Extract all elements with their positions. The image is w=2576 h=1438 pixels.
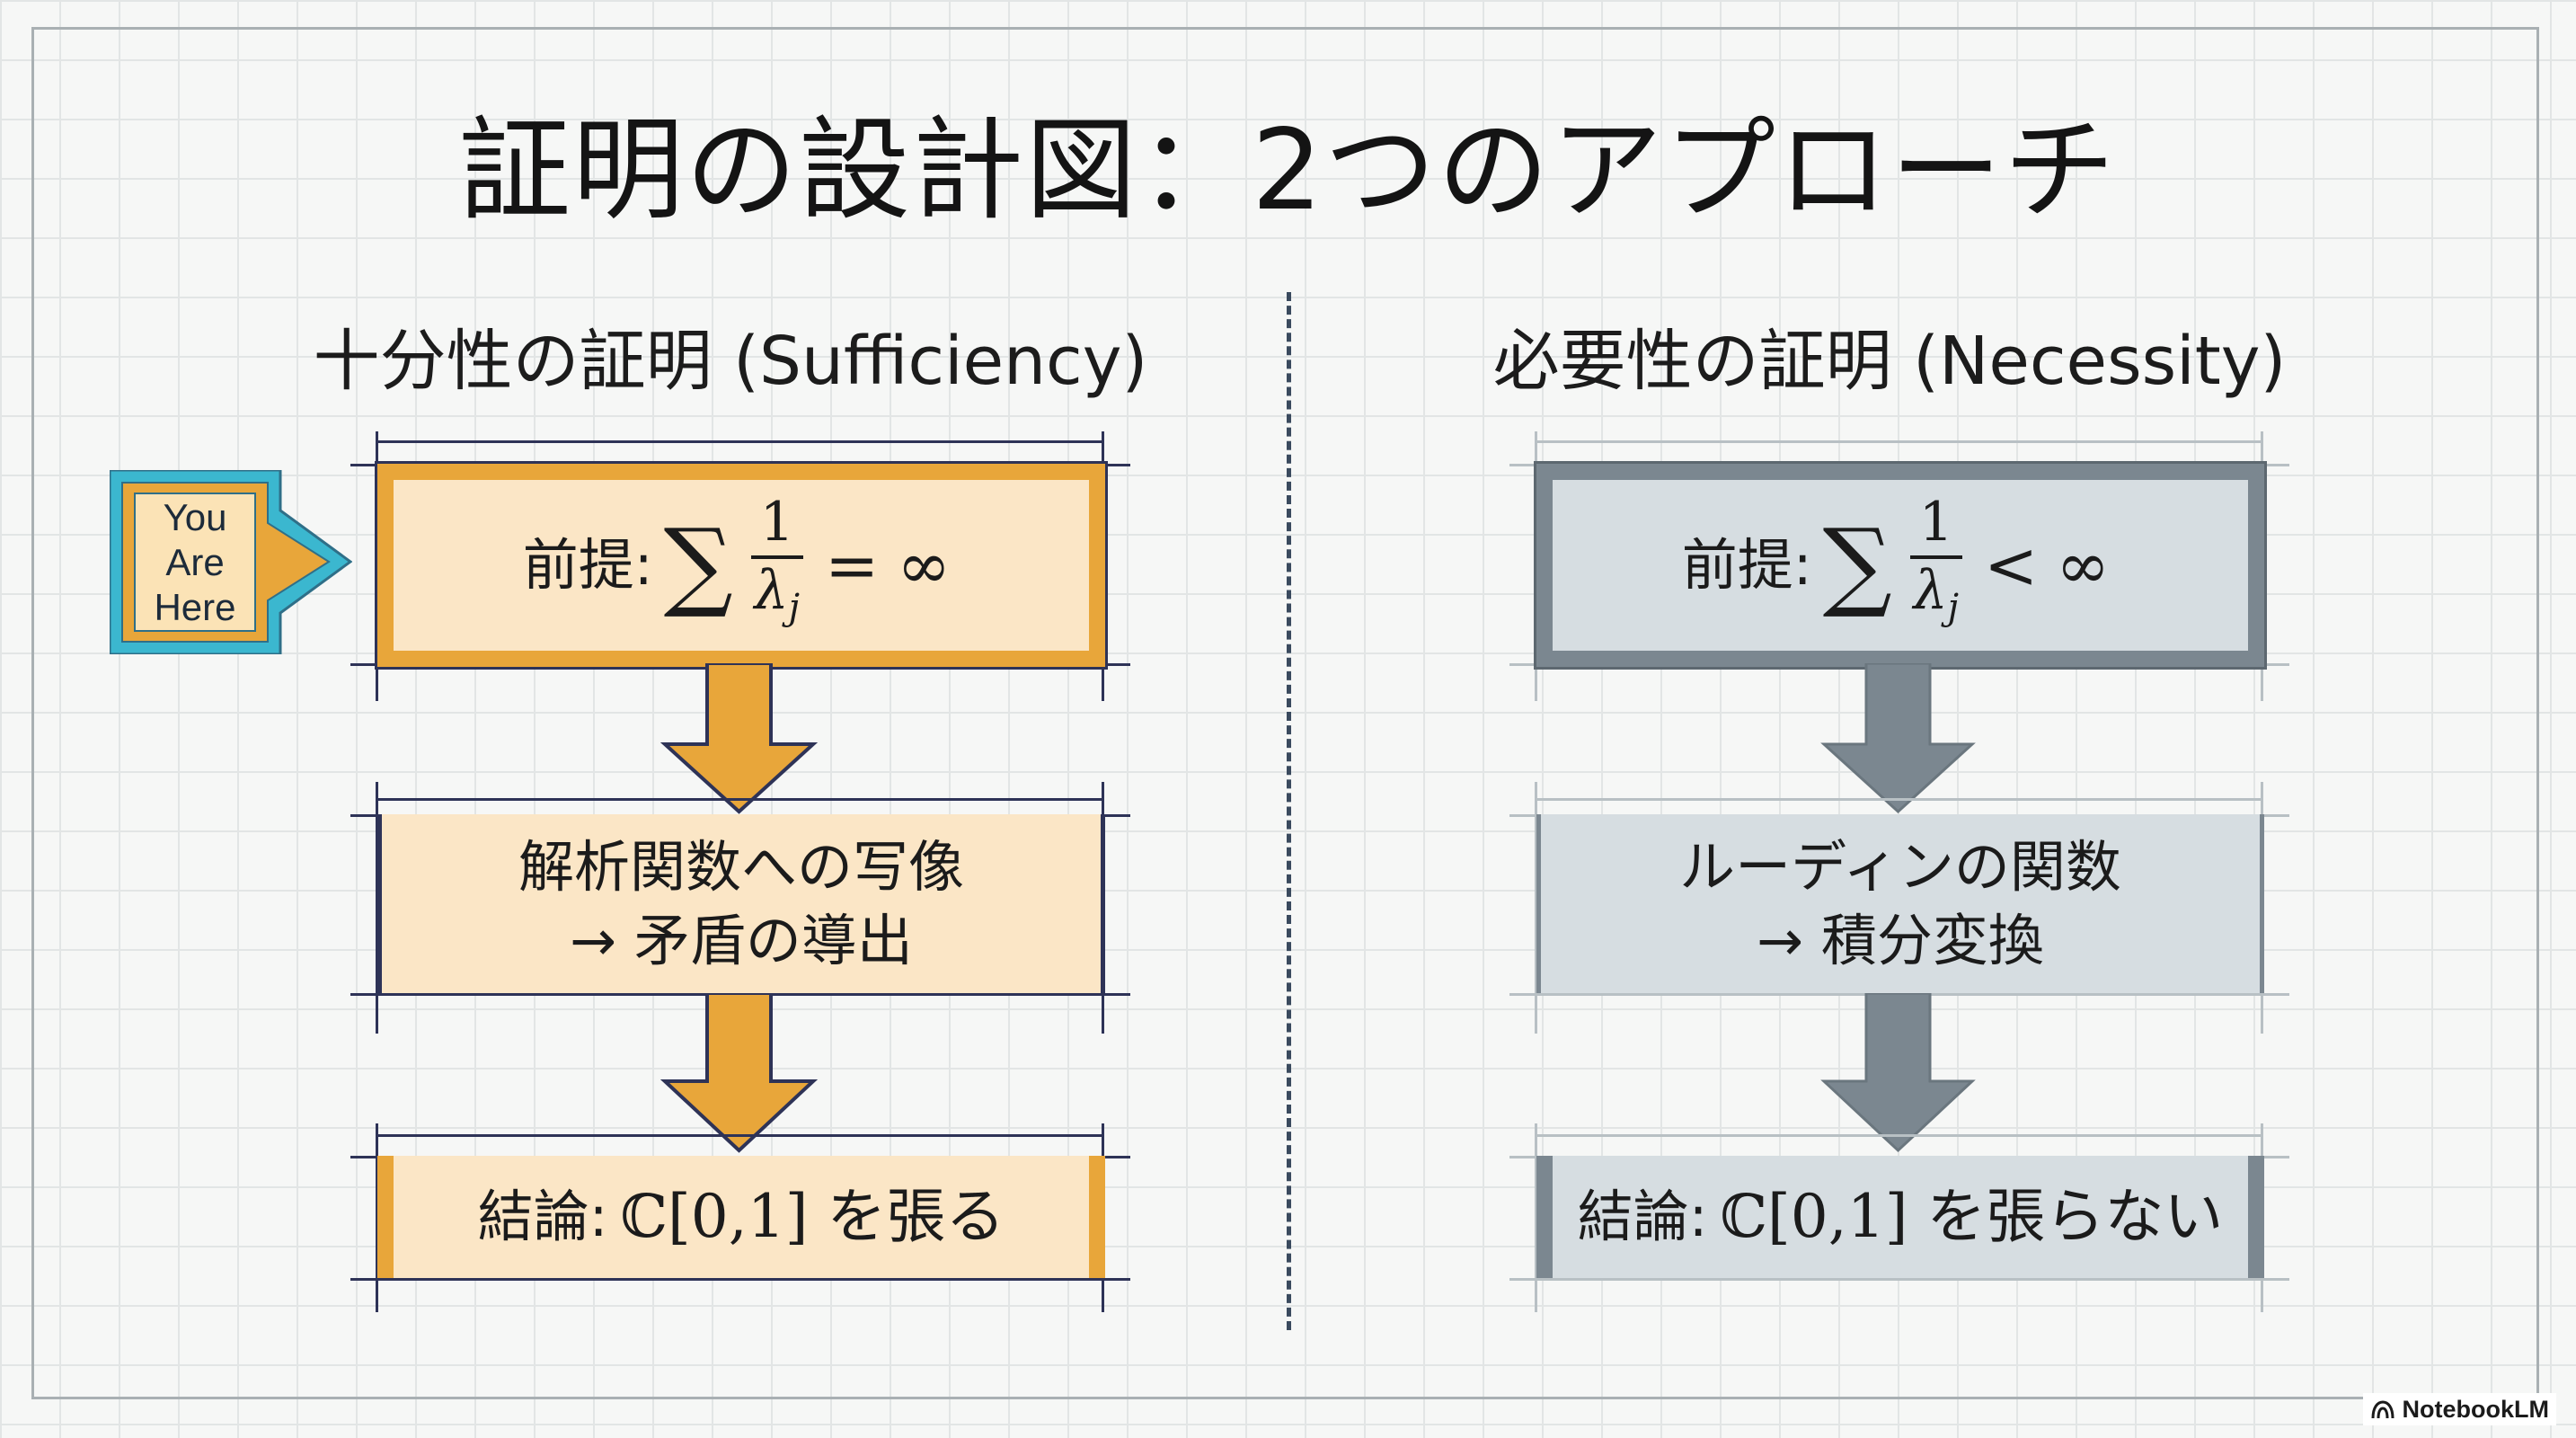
column-divider [1287,292,1291,1330]
fraction-denominator: λj [754,558,801,628]
slide-title: 証明の設計図：2つのアプローチ [459,106,2117,235]
down-arrow-icon [660,663,818,814]
middle-line-2: → 積分変換 [1757,907,2044,973]
conclusion-text: ℂ[0,1] を張らない [1720,1182,2224,1251]
notebooklm-logo-icon [2371,1400,2395,1419]
premise-formula: ∑ 1 λj = ∞ [653,493,960,639]
middle-line-2: → 矛盾の導出 [570,907,913,973]
infinity-symbol: ∞ [2056,528,2111,603]
fraction: 1 λj [1909,493,1962,639]
fraction-denominator: λj [1913,558,1960,628]
premise-label: 前提: [522,532,653,598]
fraction-numerator: 1 [1909,493,1962,559]
middle-box: 解析関数への写像 → 矛盾の導出 [377,814,1105,993]
conclusion-box: 結論: ℂ[0,1] を張らない [1536,1156,2264,1278]
middle-box: ルーディンの関数 → 積分変換 [1536,814,2264,993]
premise-box: 前提: ∑ 1 λj = ∞ [375,461,1108,670]
middle-line-1: 解析関数への写像 [518,833,964,900]
fraction-numerator: 1 [750,493,803,559]
you-are-here-label: You Are Here [135,470,255,654]
conclusion-box: 結論: ℂ[0,1] を張る [377,1156,1105,1278]
conclusion-text: ℂ[0,1] を張る [620,1182,1005,1251]
right-column-heading: 必要性の証明 (Necessity) [1492,323,2287,400]
left-column-heading: 十分性の証明 (Sufficiency) [313,323,1148,400]
sum-symbol: ∑ [663,509,733,621]
relation-symbol: = [824,528,880,603]
slide-frame [31,27,2539,1399]
down-arrow-icon [660,993,818,1153]
conclusion-label: 結論: [1577,1184,1708,1249]
premise-box: 前提: ∑ 1 λj < ∞ [1534,461,2267,670]
you-are-here-marker: You Are Here [110,470,352,654]
infinity-symbol: ∞ [897,528,952,603]
you-are-here-line-1: You [163,495,227,538]
down-arrow-icon [1820,663,1976,814]
fraction: 1 λj [750,493,803,639]
you-are-here-line-3: Here [154,585,236,628]
you-are-here-arrow-icon [110,470,352,654]
notebooklm-badge: NotebookLM [2362,1393,2556,1425]
relation-symbol: < [1983,528,2039,603]
premise-label: 前提: [1681,532,1812,598]
middle-line-1: ルーディンの関数 [1679,833,2121,900]
you-are-here-line-2: Are [165,540,225,583]
notebooklm-label: NotebookLM [2402,1395,2549,1423]
sum-symbol: ∑ [1822,509,1892,621]
conclusion-label: 結論: [477,1184,608,1249]
premise-formula: ∑ 1 λj < ∞ [1812,493,2120,639]
down-arrow-icon [1820,993,1976,1153]
